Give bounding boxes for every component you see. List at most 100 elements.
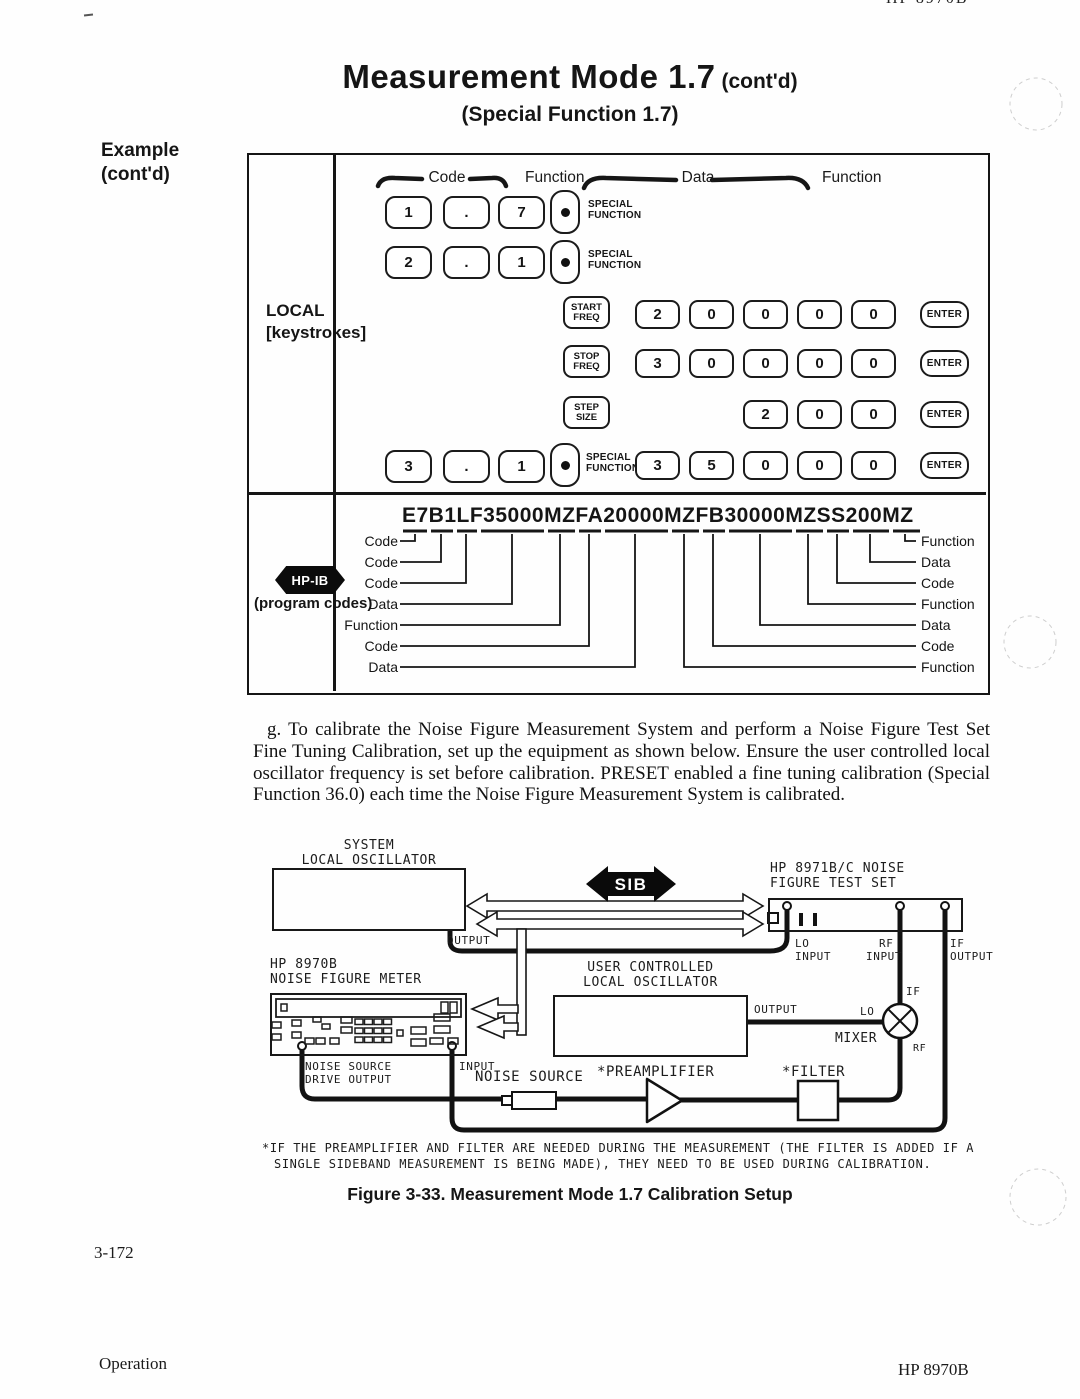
local-keystrokes-label: LOCAL [keystrokes] — [266, 300, 366, 344]
panel-horizontal-divider — [247, 492, 986, 495]
test-set-label-line1: HP 8971B/C NOISE — [770, 861, 905, 876]
meter-label: HP 8970B NOISE FIGURE METER — [270, 957, 422, 987]
scan-artifact-tick — [83, 13, 94, 17]
mixer-lo-label: LO — [860, 1005, 875, 1018]
ladder-left-label: Data — [368, 596, 398, 612]
local-label-line2: [keystrokes] — [266, 323, 367, 342]
ns-drive-line2: DRIVE OUTPUT — [305, 1073, 392, 1086]
key-0: 0 — [851, 400, 896, 429]
system-lo-label-line2: LOCAL OSCILLATOR — [301, 852, 437, 868]
header-code-label: Code — [428, 169, 466, 186]
uc-lo-box — [553, 995, 748, 1057]
rf-input-label: RF INPUT — [866, 937, 902, 963]
ladder-left-label: Code — [364, 575, 398, 591]
key-0: 0 — [689, 349, 734, 378]
diagram-footnote: *IF THE PREAMPLIFIER AND FILTER ARE NEED… — [262, 1140, 974, 1172]
program-code-string: E7B1LF35000MZFA20000MZFB30000MZSS200MZ — [402, 504, 914, 527]
key-1: 1 — [498, 246, 545, 279]
key-0: 0 — [797, 300, 842, 329]
ladder-right-label: Code — [921, 638, 955, 654]
key-3: 3 — [635, 451, 680, 480]
lo-input-label: LO INPUT — [795, 937, 831, 963]
page-number: 3-172 — [94, 1243, 134, 1262]
key-enter: ENTER — [920, 452, 969, 479]
page-subtitle: (Special Function 1.7) — [461, 103, 679, 126]
key-5: 5 — [689, 451, 734, 480]
system-lo-label-line1: SYSTEM — [343, 838, 395, 853]
noise-source-drive-label: NOISE SOURCE DRIVE OUTPUT — [305, 1060, 392, 1086]
local-label-line1: LOCAL — [266, 301, 325, 320]
key-enter: ENTER — [920, 401, 969, 428]
key-enter: ENTER — [920, 350, 969, 377]
uc-lo-label-line1: USER CONTROLLED — [587, 960, 714, 975]
key-0: 0 — [851, 451, 896, 480]
header-data-label: Data — [681, 169, 715, 186]
example-label-line1: Example — [101, 140, 180, 161]
ladder-right-label: Code — [921, 575, 955, 591]
filter-box — [796, 1079, 840, 1122]
sf-label-line1: SPECIAL — [586, 452, 631, 463]
key-decimal: . — [443, 196, 490, 229]
key-0: 0 — [797, 451, 842, 480]
mixer-if-label: IF — [906, 985, 921, 998]
key-0: 0 — [797, 349, 842, 378]
hollow-branch-vertical — [516, 928, 527, 1036]
key-2: 2 — [743, 400, 788, 429]
special-function-key-label: SPECIAL FUNCTION — [588, 199, 641, 221]
footer-model: HP 8970B — [898, 1360, 969, 1379]
if-output-label: IF OUTPUT — [950, 937, 993, 963]
wire-lo-output-to-lo-input — [447, 908, 790, 954]
lo-input-line2: INPUT — [795, 950, 832, 963]
running-header-clipped: HP 8970B — [886, 0, 1016, 13]
preamplifier-triangle — [645, 1077, 684, 1124]
key-special-function — [550, 443, 580, 487]
start-freq-line1: START — [571, 301, 602, 313]
key-decimal: . — [443, 246, 490, 279]
mixer-rf-label: RF — [913, 1043, 927, 1054]
key-step-size: STEP SIZE — [563, 396, 610, 429]
example-label-line2: (cont'd) — [101, 164, 170, 185]
footnote-line1: *IF THE PREAMPLIFIER AND FILTER ARE NEED… — [262, 1141, 975, 1155]
header-function-left-label: Function — [525, 169, 585, 186]
example-label: Example (cont'd) — [101, 139, 179, 187]
key-special-function — [550, 190, 580, 234]
test-set-label: HP 8971B/C NOISE FIGURE TEST SET — [770, 861, 905, 891]
key-0: 0 — [851, 300, 896, 329]
header-function-right-label: Function — [822, 169, 882, 186]
key-0: 0 — [743, 300, 788, 329]
ladder-left-label: Code — [364, 554, 398, 570]
key-1: 1 — [385, 196, 432, 229]
body-paragraph: g. To calibrate the Noise Figure Measure… — [253, 719, 990, 806]
uc-lo-label: USER CONTROLLED LOCAL OSCILLATOR — [553, 960, 748, 990]
dot-icon — [560, 207, 570, 217]
key-1: 1 — [498, 450, 545, 483]
key-0: 0 — [851, 349, 896, 378]
system-lo-box — [272, 868, 466, 931]
start-freq-line2: FREQ — [573, 311, 600, 323]
uc-lo-output-label: OUTPUT — [754, 1003, 798, 1016]
noise-source-nub — [501, 1095, 513, 1106]
key-0: 0 — [797, 400, 842, 429]
dot-icon — [560, 460, 570, 470]
ladder-left-label: Code — [364, 533, 398, 549]
noise-source-body — [511, 1091, 557, 1110]
test-set-label-line2: FIGURE TEST SET — [770, 875, 897, 891]
system-lo-output-label: OUTPUT — [447, 934, 491, 947]
key-0: 0 — [743, 451, 788, 480]
ladder-right-label: Function — [921, 659, 975, 675]
key-decimal: . — [443, 450, 490, 483]
page-title-row: Measurement Mode 1.7(cont'd) — [120, 58, 1020, 96]
special-function-key-label: SPECIAL FUNCTION — [588, 249, 641, 271]
sf-label-line2: FUNCTION — [586, 463, 640, 474]
special-function-key-label: SPECIAL FUNCTION — [586, 452, 639, 474]
sf-label-line1: SPECIAL — [588, 249, 633, 260]
ns-drive-line1: NOISE SOURCE — [305, 1060, 392, 1073]
wire-filter-to-mixer — [838, 1038, 903, 1103]
lo-input-line1: LO — [795, 937, 810, 950]
ladder-left-label: Data — [368, 659, 398, 675]
sf-label-line2: FUNCTION — [588, 260, 642, 271]
test-set-box — [768, 898, 963, 932]
ladder-right-label: Function — [921, 596, 975, 612]
ladder-left-label: Code — [364, 638, 398, 654]
